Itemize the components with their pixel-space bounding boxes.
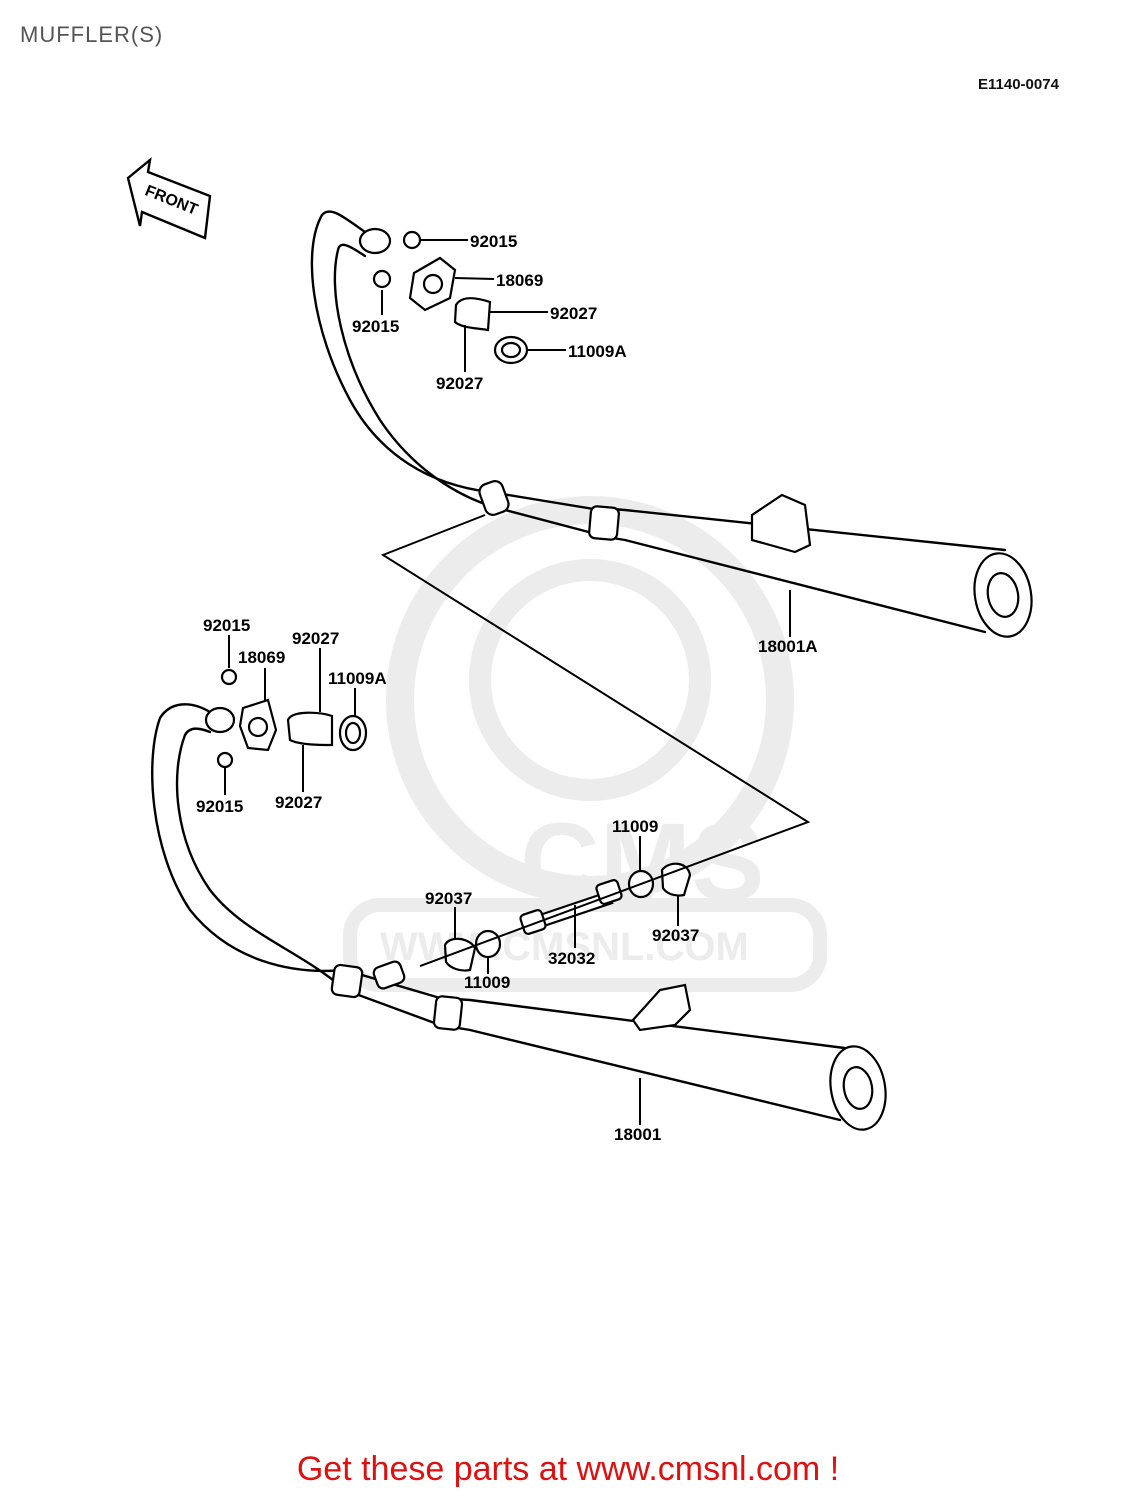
callout-18001: 18001 bbox=[614, 1125, 661, 1144]
clamp-icon bbox=[443, 937, 477, 972]
collar-icon bbox=[453, 297, 492, 332]
watermark-logo-text: CMS bbox=[520, 801, 764, 924]
collar-icon bbox=[286, 711, 334, 747]
nut-icon bbox=[220, 668, 238, 686]
callout-11009-a: 11009 bbox=[612, 817, 658, 836]
callout-18069-b: 18069 bbox=[238, 648, 285, 667]
callout-11009a-a: 11009A bbox=[568, 342, 627, 361]
callout-92015-a: 92015 bbox=[470, 232, 517, 251]
callout-92015-d: 92015 bbox=[196, 797, 243, 816]
callout-32032: 32032 bbox=[548, 949, 595, 968]
watermark-url-text: WWW.CMSNL.COM bbox=[380, 925, 749, 969]
callout-18069-a: 18069 bbox=[496, 271, 543, 290]
page-title: MUFFLER(S) bbox=[20, 22, 164, 47]
callout-92015-c: 92015 bbox=[203, 616, 250, 635]
callout-11009a-b: 11009A bbox=[328, 669, 387, 688]
callout-92027-c: 92027 bbox=[292, 629, 339, 648]
callout-92015-b: 92015 bbox=[352, 317, 399, 336]
callout-92027-a: 92027 bbox=[550, 304, 597, 323]
leader-lines bbox=[224, 239, 811, 1125]
upper-hardware bbox=[372, 230, 529, 365]
callout-92027-b: 92027 bbox=[436, 374, 483, 393]
cta-link[interactable]: Get these parts at www.cmsnl.com ! bbox=[0, 1450, 1146, 1489]
callout-92037-b: 92037 bbox=[652, 926, 699, 945]
cta-text: Get these parts at www.cmsnl.com ! bbox=[296, 1450, 840, 1488]
lower-muffler bbox=[151, 703, 887, 1131]
callout-18001a: 18001A bbox=[758, 637, 818, 656]
watermark: CMS WWW.CMSNL.COM bbox=[343, 496, 827, 992]
upper-gasket-ring bbox=[358, 227, 392, 255]
front-arrow-icon: FRONT bbox=[126, 157, 212, 240]
callout-92027-d: 92027 bbox=[275, 793, 322, 812]
nut-icon bbox=[372, 269, 392, 289]
callout-92037-a: 92037 bbox=[425, 889, 472, 908]
diagram-code: E1140-0074 bbox=[978, 76, 1059, 93]
nut-icon bbox=[216, 751, 234, 769]
clamp-icon bbox=[660, 862, 692, 897]
lower-gasket-ring bbox=[204, 706, 236, 734]
upper-muffler bbox=[310, 210, 1033, 638]
nut-icon bbox=[402, 230, 422, 250]
callout-labels: 92015 18069 92015 92027 11009A 92027 180… bbox=[196, 232, 818, 1144]
callout-11009-b: 11009 bbox=[464, 973, 510, 992]
